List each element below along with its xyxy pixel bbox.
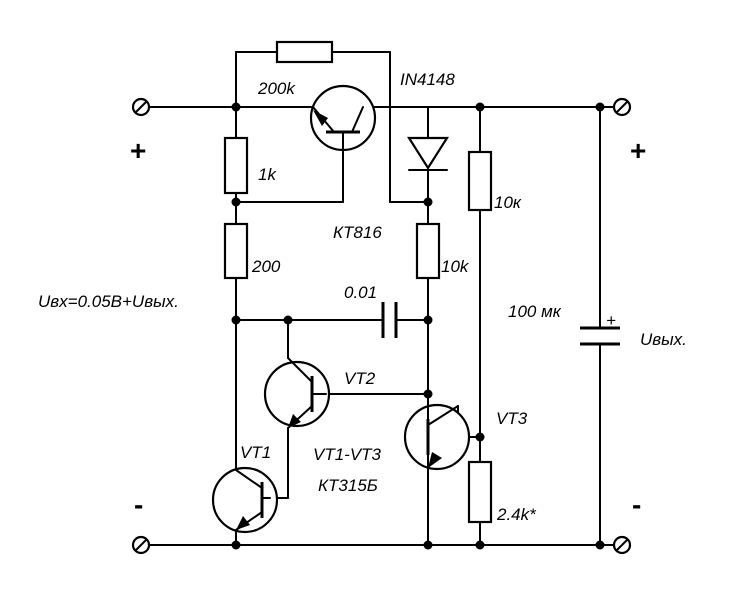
label-q-power: КТ816: [333, 223, 382, 242]
label-input-voltage: Uвх=0.05В+Uвых.: [38, 292, 179, 311]
capacitor-0-01: [381, 302, 398, 338]
label-vt1: VT1: [240, 443, 271, 462]
label-r-feedback: 200k: [257, 79, 296, 98]
sign-input-minus: -: [134, 489, 143, 520]
resistor-10k-mid: [415, 222, 441, 280]
transistor-vt1: [211, 466, 279, 534]
sign-output-minus: -: [632, 489, 641, 520]
resistor-2-4k: [467, 460, 493, 524]
sign-input-plus: +: [130, 135, 146, 166]
resistor-10k-right: [467, 150, 493, 212]
label-r-top-right: 10к: [494, 193, 522, 212]
resistor-200k: [275, 40, 334, 64]
capacitor-100uF: [580, 326, 620, 346]
label-vt3: VT3: [496, 409, 528, 428]
label-output-voltage: Uвых.: [640, 330, 687, 349]
label-r-mid: 10k: [441, 257, 470, 276]
transistor-vt2: [263, 357, 331, 429]
label-r2: 200: [251, 257, 281, 276]
transistor-kt816: [309, 84, 377, 152]
label-transistors-type: КТ315Б: [318, 476, 378, 495]
label-capacitor-big: 100 мк: [508, 302, 562, 321]
diode-symbol: [407, 136, 449, 171]
label-vt2: VT2: [344, 369, 376, 388]
resistor-200: [223, 222, 249, 280]
junction-dots: [231, 102, 605, 550]
output-minus-terminal: [612, 535, 632, 555]
output-plus-terminal: [612, 97, 632, 117]
label-diode: IN4148: [400, 70, 455, 89]
resistor-1k: [223, 136, 249, 195]
input-minus-terminal: [131, 535, 151, 555]
label-capacitor-small: 0.01: [344, 283, 377, 302]
sign-output-plus: +: [630, 135, 646, 166]
label-r-bottom: 2.4k*: [496, 505, 537, 524]
input-plus-terminal: [131, 97, 151, 117]
transistor-vt3: [403, 393, 471, 471]
label-cap-plus: +: [606, 311, 616, 330]
label-transistors-group: VT1-VT3: [313, 445, 382, 464]
terminals: [131, 97, 632, 555]
label-r1: 1k: [258, 165, 277, 184]
wires: [149, 51, 616, 546]
